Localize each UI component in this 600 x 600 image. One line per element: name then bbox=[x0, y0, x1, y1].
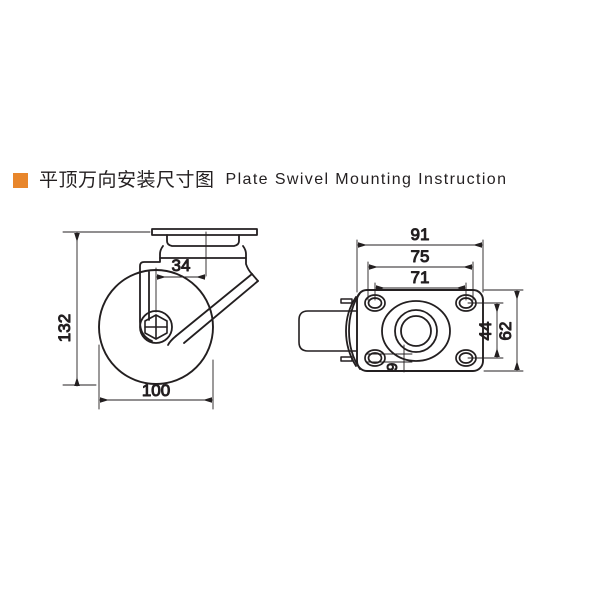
dim-75 bbox=[367, 261, 474, 301]
side-fork-shoulder bbox=[139, 257, 253, 275]
top-view-group: 91 75 71 62 bbox=[298, 225, 524, 373]
top-fork-tabs bbox=[340, 298, 353, 362]
dim-71-label: 71 bbox=[411, 268, 430, 287]
dim-132-label: 132 bbox=[55, 314, 74, 342]
dim-34 bbox=[155, 231, 207, 313]
section-title: 平顶万向安装尺寸图 Plate Swivel Mounting Instruct… bbox=[13, 166, 507, 194]
dim-75-label: 75 bbox=[411, 247, 430, 266]
dim-9-label: 9 bbox=[384, 363, 401, 371]
side-fork-legs bbox=[139, 271, 259, 346]
side-view-group: 132 34 100 bbox=[55, 228, 259, 410]
dim-9 bbox=[366, 344, 413, 373]
dim-100 bbox=[98, 344, 214, 410]
orange-square-marker bbox=[13, 172, 28, 188]
dim-34-label: 34 bbox=[172, 256, 191, 275]
dim-132 bbox=[62, 231, 151, 387]
top-swivel-raceway bbox=[381, 300, 451, 362]
top-plate-outline bbox=[356, 289, 484, 372]
title-english: Plate Swivel Mounting Instruction bbox=[225, 171, 508, 188]
dim-91-label: 91 bbox=[411, 225, 430, 244]
dim-62-label: 62 bbox=[496, 322, 515, 341]
dim-71 bbox=[374, 282, 467, 301]
side-mounting-plate bbox=[151, 228, 258, 236]
dim-44-label: 44 bbox=[476, 322, 495, 341]
side-axle-hex-nut bbox=[144, 314, 168, 340]
dim-91 bbox=[356, 239, 484, 293]
dim-44 bbox=[467, 302, 504, 359]
side-swivel-cap bbox=[159, 234, 247, 259]
dim-62 bbox=[483, 289, 524, 372]
title-chinese: 平顶万向安装尺寸图 bbox=[39, 168, 215, 191]
top-wheel-outline bbox=[298, 310, 358, 352]
dim-100-label: 100 bbox=[142, 381, 170, 400]
